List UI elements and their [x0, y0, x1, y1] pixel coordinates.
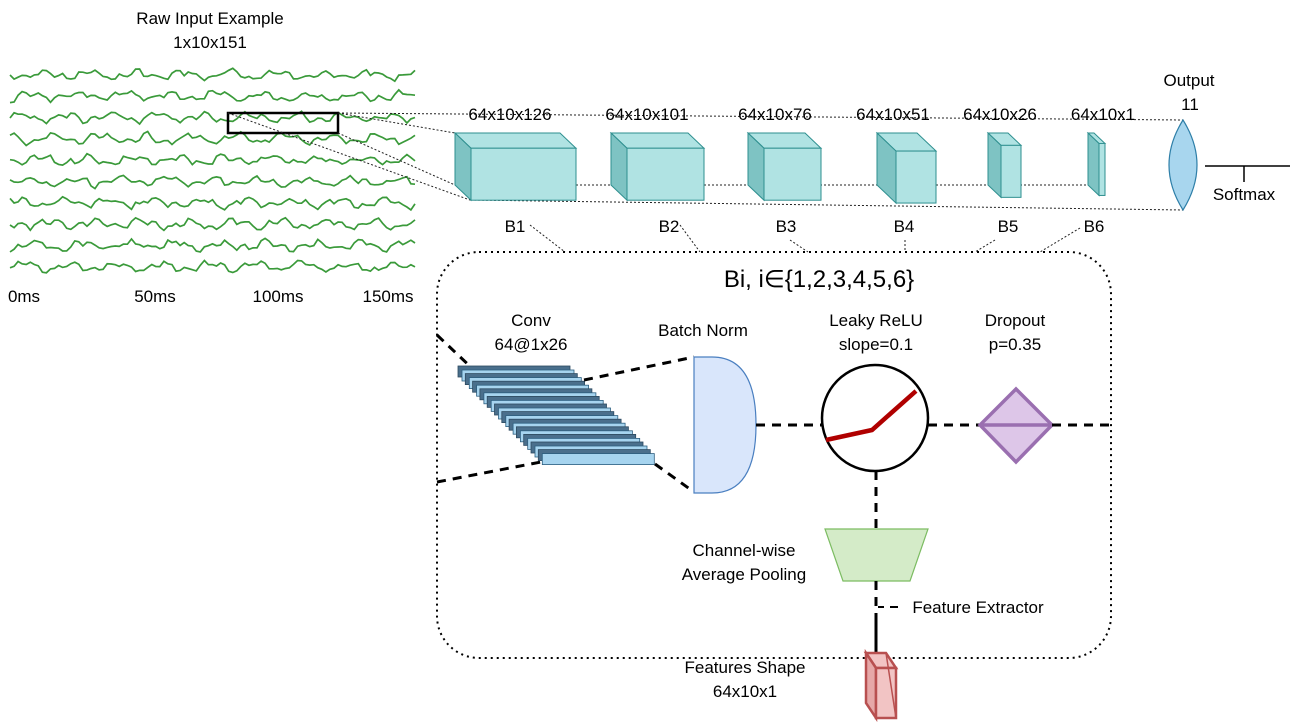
output-classes: 11 — [1181, 95, 1199, 114]
block-shape-b6: 64x10x1 — [1071, 105, 1135, 124]
eeg-channel-2 — [9, 88, 416, 104]
eeg-channel-10 — [9, 259, 416, 274]
block-shape-b5: 64x10x26 — [963, 105, 1037, 124]
batch-norm-shape — [693, 356, 757, 494]
leaky-relu-curve — [825, 389, 918, 443]
block-name-b3: B3 — [776, 217, 797, 236]
block-cuboid-b5 — [986, 131, 1023, 199]
block-cuboid-b2 — [609, 131, 706, 202]
eeg-channel-9 — [9, 237, 416, 253]
projection-lines — [227, 112, 1184, 211]
conv-filter-stack — [457, 365, 655, 466]
dropout-spec: p=0.35 — [989, 335, 1041, 354]
conv-label: Conv — [511, 311, 551, 330]
dropout-label: Dropout — [985, 311, 1046, 330]
eeg-signal-traces — [9, 67, 416, 274]
block-name-b6: B6 — [1084, 217, 1105, 236]
output-section: Output 11 Softmax — [1163, 71, 1290, 212]
block-shape-b1: 64x10x126 — [468, 105, 551, 124]
leaky-relu-spec: slope=0.1 — [839, 335, 913, 354]
block-name-b2: B2 — [659, 217, 680, 236]
input-title: Raw Input Example — [136, 9, 283, 28]
eeg-channel-4 — [9, 130, 416, 147]
block-name-b5: B5 — [998, 217, 1019, 236]
block-shape-b3: 64x10x76 — [738, 105, 812, 124]
block-to-detail-connectors — [529, 224, 1081, 253]
block-shape-labels: 64x10x126 64x10x101 64x10x76 64x10x51 64… — [468, 105, 1135, 124]
eeg-channel-8 — [9, 216, 416, 232]
conv-filter-12 — [537, 449, 655, 466]
pooling-label-line2: Average Pooling — [682, 565, 806, 584]
detail-title: Bi, i∈{1,2,3,4,5,6} — [724, 266, 914, 293]
eeg-channel-1 — [9, 67, 416, 83]
conv-spec: 64@1x26 — [494, 335, 567, 354]
batch-norm-label: Batch Norm — [658, 321, 748, 340]
pooling-label-line1: Channel-wise — [693, 541, 796, 560]
block-name-b1: B1 — [505, 217, 526, 236]
features-label: Features Shape — [685, 658, 806, 677]
leaky-relu-label: Leaky ReLU — [829, 311, 923, 330]
time-tick-2: 100ms — [252, 287, 303, 306]
block-shape-b4: 64x10x51 — [856, 105, 930, 124]
block-name-b4: B4 — [894, 217, 915, 236]
block-cuboid-b6 — [1086, 131, 1107, 197]
block-cuboid-b1 — [453, 131, 578, 202]
feature-extractor-label: Feature Extractor — [912, 598, 1044, 617]
block-name-labels: B1 B2 B3 B4 B5 B6 — [505, 217, 1105, 236]
block-cuboids — [453, 131, 1107, 205]
features-section: Features Shape 64x10x1 — [685, 619, 899, 722]
detail-box-border — [436, 251, 1112, 659]
leaky-relu-circle — [820, 363, 930, 473]
time-tick-0: 0ms — [8, 287, 40, 306]
pooling-trapezoid — [824, 528, 929, 582]
features-shape: 64x10x1 — [713, 682, 777, 701]
block-cuboid-b4 — [875, 131, 938, 205]
eeg-channel-6 — [9, 174, 416, 190]
input-shape: 1x10x151 — [173, 33, 247, 52]
input-zoom-window — [226, 111, 340, 135]
eeg-channel-7 — [9, 195, 416, 212]
output-lens-shape — [1168, 118, 1198, 212]
block-shape-b2: 64x10x101 — [605, 105, 688, 124]
softmax-label: Softmax — [1213, 185, 1276, 204]
time-tick-3: 150ms — [362, 287, 413, 306]
block-cuboid-b3 — [746, 131, 823, 202]
eeg-channel-5 — [9, 152, 416, 166]
time-tick-1: 50ms — [134, 287, 176, 306]
eeg-channel-3 — [9, 110, 416, 126]
block-detail-box: Bi, i∈{1,2,3,4,5,6} Conv 64@1x26 Batch N… — [435, 251, 1112, 659]
output-label: Output — [1163, 71, 1214, 90]
features-cuboid — [863, 648, 899, 722]
raw-input-section: Raw Input Example 1x10x151 0ms 50ms 100m… — [8, 9, 416, 306]
